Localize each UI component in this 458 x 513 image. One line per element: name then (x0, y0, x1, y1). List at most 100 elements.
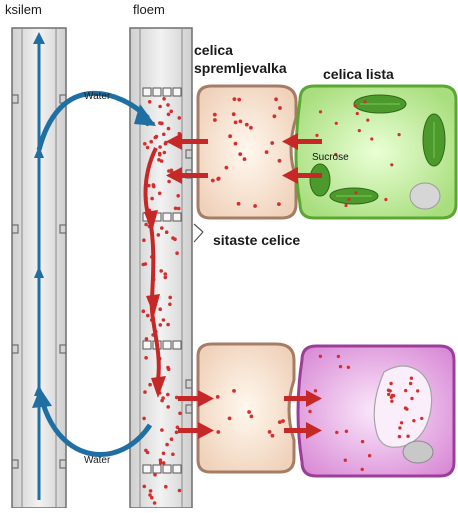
sugar-dot (143, 142, 147, 146)
sugar-dot (148, 383, 152, 387)
sugar-dot (268, 430, 272, 434)
sugar-dot (146, 451, 150, 455)
sugar-dot (363, 100, 366, 103)
sugar-dot (175, 396, 179, 400)
companion-cell-top (198, 86, 296, 218)
sugar-dot (277, 202, 281, 206)
sugar-dot (178, 489, 182, 493)
sugar-dot (150, 496, 154, 500)
sugar-dot (153, 501, 157, 505)
sugar-dot (165, 230, 169, 234)
sugar-dot (355, 191, 358, 194)
sugar-dot (160, 226, 164, 230)
sugar-dot (166, 405, 170, 409)
sink-cell (298, 346, 454, 476)
sugar-dot (167, 367, 171, 371)
sugar-dot (213, 113, 217, 117)
sugar-dot (146, 314, 150, 318)
sugar-dot (216, 395, 220, 399)
sugar-dot (237, 202, 241, 206)
sugar-dot (158, 152, 162, 156)
sugar-dot (358, 129, 361, 132)
sugar-dot (233, 97, 237, 101)
sugar-dot (391, 394, 394, 397)
sugar-dot (384, 198, 387, 201)
chloroplast-4 (310, 164, 330, 196)
sugar-dot (361, 468, 364, 471)
sugar-dot (169, 110, 173, 114)
sugar-dot (337, 355, 340, 358)
sugar-dot (170, 169, 174, 173)
sugar-dot (400, 421, 403, 424)
sugar-dot (143, 485, 147, 489)
sugar-dot (148, 100, 152, 104)
sugar-dot (278, 106, 282, 110)
sugar-dot (162, 318, 166, 322)
sugar-dot (162, 452, 166, 456)
sugar-dot (234, 142, 238, 146)
sugar-dot (166, 103, 170, 107)
companion-cell-label-line1: celica (194, 42, 233, 58)
sugar-dot (167, 180, 171, 184)
sugar-dot (166, 323, 170, 327)
sugar-dot (178, 412, 182, 416)
sugar-dot (271, 434, 275, 438)
sugar-dot (420, 417, 423, 420)
phloem-label: floem (133, 2, 165, 17)
sugar-dot (164, 276, 168, 280)
sugar-dot (237, 98, 241, 102)
sugar-dot (145, 337, 149, 341)
sugar-dot (146, 146, 150, 150)
sugar-dot (158, 307, 162, 311)
xylem-label: ksilem (5, 2, 42, 17)
sugar-dot (406, 435, 409, 438)
sugar-dot (164, 272, 168, 276)
sugar-dot (238, 152, 242, 156)
sugar-dot (356, 112, 359, 115)
sugar-dot (216, 430, 220, 434)
sugar-dot (274, 97, 278, 101)
sugar-dot (175, 251, 179, 255)
sugar-dot (158, 145, 162, 149)
sugar-dot (319, 355, 322, 358)
sugar-dot (354, 104, 357, 107)
sugar-dot (335, 431, 338, 434)
water-label-bottom: Water (84, 455, 110, 466)
sugar-dot (387, 393, 390, 396)
sugar-dot (158, 192, 162, 196)
sugar-dot (308, 410, 311, 413)
sugar-dot (249, 126, 253, 130)
sugar-dot (228, 134, 232, 138)
sugar-dot (211, 179, 215, 183)
sugar-dot (164, 485, 168, 489)
sugar-dot (157, 233, 161, 237)
sugar-dot (142, 417, 146, 421)
sugar-dot (412, 419, 415, 422)
sugar-dot (239, 120, 243, 124)
sugar-dot (228, 417, 232, 421)
sugar-dot (225, 166, 229, 170)
sugar-dot (152, 183, 156, 187)
sieve-cells-label: sitaste celice (213, 232, 300, 248)
leaf-cell-label: celica lista (323, 66, 394, 82)
sugar-dot (153, 473, 157, 477)
sugar-dot (410, 377, 413, 380)
sugar-dot (234, 121, 238, 125)
sugar-dot (347, 198, 350, 201)
sugar-dot (144, 356, 148, 360)
sugar-dot (158, 105, 162, 109)
sugar-dot (281, 419, 285, 423)
sugar-dot (232, 112, 236, 116)
sugar-dot (159, 461, 163, 465)
sugar-dot (344, 204, 347, 207)
sugar-dot (366, 119, 369, 122)
sugar-dot (315, 134, 318, 137)
sugar-dot (177, 207, 181, 211)
sugar-dot (160, 428, 164, 432)
sugar-dot (166, 393, 170, 397)
sugar-dot (361, 440, 364, 443)
sugar-dot (319, 110, 322, 113)
sugar-dot (404, 406, 407, 409)
sugar-dot (250, 415, 254, 419)
